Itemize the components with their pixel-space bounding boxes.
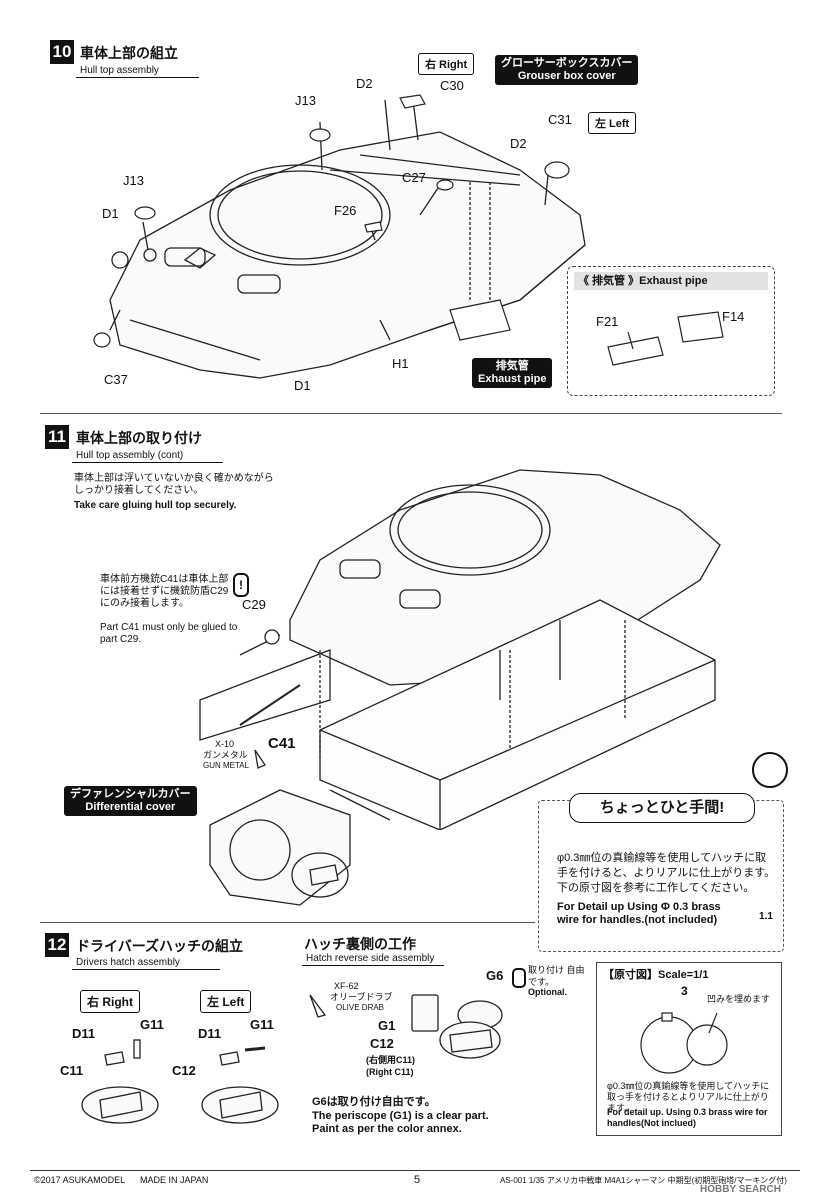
diff-en: Differential cover — [85, 801, 176, 813]
part-f21: F21 — [596, 314, 619, 329]
paint-jp: ガンメタル — [203, 750, 248, 760]
c41-note-jp: 車体前方機銃C41は車体上部には接着せずに機銃防盾C29にのみ接着します。 — [100, 574, 229, 609]
part-d11-left: D11 — [198, 1026, 222, 1041]
c12-note-jp: (右側用C11) — [366, 1055, 416, 1065]
c12-note-en: (Right C11) — [366, 1067, 414, 1077]
scale-drawing — [640, 1012, 728, 1074]
left-label: 左 Left — [588, 112, 637, 134]
olive-paint-code: XF-62 — [334, 981, 359, 991]
exhaust-inset: 《 排気管 》Exhaust pipe F21 F14 — [567, 266, 775, 396]
hull-glue-note-jp: 車体上部は浮いていないか良く確かめながらしっかり接着してください。 — [74, 473, 274, 496]
scale-dimension: 3 — [681, 984, 688, 998]
footer-rule — [30, 1170, 800, 1171]
tip-jp: φ0.3㎜位の真鍮線等を使用してハッチに取手を付けると、よりリアルに仕上がります… — [557, 852, 776, 894]
part-d1-left: D1 — [102, 206, 119, 221]
part-g6: G6 — [486, 968, 504, 983]
tip-dimension: 1.1 — [759, 911, 773, 922]
differential-cover-label: デファレンシャルカバー Differential cover — [64, 786, 197, 816]
hatch-reverse-subtitle: Hatch reverse side assembly — [302, 953, 445, 966]
part-c27: C27 — [402, 170, 426, 185]
part-g1: G1 — [378, 1018, 396, 1033]
grouser-box-cover-label: グローサーボックスカバー Grouser box cover — [495, 55, 639, 85]
part-c31: C31 — [548, 112, 572, 127]
part-d2-top: D2 — [356, 76, 373, 91]
exhaust-pipe-label: 排気管 Exhaust pipe — [472, 358, 553, 388]
exhaust-inset-title: 《 排気管 》Exhaust pipe — [574, 272, 768, 290]
periscope-note-en: The periscope (G1) is a clear part. Pain… — [312, 1110, 489, 1135]
scale-note-en: For detail up. Using 0.3 brass wire for … — [607, 1107, 768, 1128]
part-j13-left: J13 — [123, 173, 144, 188]
paint-code: X-10 — [215, 739, 235, 749]
page-number: 5 — [414, 1174, 421, 1186]
scale-note-jp: φ0.3㎜位の真鍮線等を使用してハッチに取っ手を付けるとよりリアルに仕上がります… — [607, 1081, 770, 1113]
tip-title: ちょっとひと手間! — [569, 793, 755, 823]
part-j13-top: J13 — [295, 93, 316, 108]
olive-paint-jp: オリーブドラブ — [330, 992, 393, 1002]
part-f26: F26 — [334, 203, 357, 218]
differential-cover-drawing — [209, 789, 351, 906]
grouser-en: Grouser box cover — [517, 70, 616, 82]
hull-top-drawing — [93, 94, 586, 379]
part-c11: C11 — [60, 1063, 84, 1078]
part-c12-hatch: C12 — [370, 1036, 394, 1051]
caution-icon: ! — [233, 573, 249, 597]
paint-en: GUN METAL — [203, 761, 250, 770]
footer-copyright: ©2017 ASUKAMODEL — [34, 1175, 126, 1185]
exhaust-inset-drawing — [607, 311, 724, 366]
part-g11-left: G11 — [250, 1017, 274, 1032]
part-c30: C30 — [440, 78, 464, 93]
hatch-reverse-title: ハッチ裏側の工作 — [304, 936, 416, 952]
scale-panel: 【原寸図】Scale=1/1 3 凹みを埋めます φ0.3㎜位の真鍮線等を使用し… — [596, 962, 782, 1136]
part-c37: C37 — [104, 372, 128, 387]
watermark: HOBBY SEARCH — [700, 1184, 781, 1195]
step-11-number: 11 — [45, 425, 69, 449]
footer-made: MADE IN JAPAN — [140, 1175, 209, 1185]
hatch-reverse-drawing — [309, 994, 503, 1059]
g6-optional-jp: 取り付け 自由です。 — [528, 965, 585, 987]
step-12-subtitle: Drivers hatch assembly — [72, 957, 220, 970]
hatch-right-label: 右 Right — [80, 990, 140, 1013]
step-10-subtitle: Hull top assembly — [76, 65, 199, 78]
olive-paint-en: OLIVE DRAB — [336, 1003, 385, 1012]
part-c29: C29 — [242, 597, 266, 612]
step-11-subtitle: Hull top assembly (cont) — [72, 450, 224, 463]
step-10-title: 車体上部の組立 — [80, 45, 178, 61]
scale-title: 【原寸図】Scale=1/1 — [603, 969, 709, 981]
grouser-jp: グローサーボックスカバー — [501, 57, 633, 69]
part-c41: C41 — [268, 735, 296, 752]
hatch-left-label: 左 Left — [200, 990, 252, 1013]
right-label: 右 Right — [418, 53, 475, 75]
step-12-number: 12 — [45, 933, 69, 957]
part-d11-right: D11 — [72, 1026, 96, 1041]
tip-box: ちょっとひと手間! φ0.3㎜位の真鍮線等を使用してハッチに取手を付けると、より… — [538, 793, 784, 952]
g6-optional-en: Optional. — [528, 987, 567, 997]
exhaust-jp: 排気管 — [495, 360, 529, 372]
scale-fill-note: 凹みを埋めます — [707, 994, 771, 1004]
exhaust-en: Exhaust pipe — [478, 373, 547, 385]
part-d2-right: D2 — [510, 136, 527, 151]
diff-jp: デファレンシャルカバー — [70, 788, 191, 800]
optional-icon — [512, 968, 526, 988]
part-d1-bottom: D1 — [294, 378, 311, 393]
footer-product: AS-001 1/35 アメリカ中戦車 M4A1シャーマン 中期型(初期型砲塔/… — [500, 1176, 787, 1185]
tip-en: For Detail up Using Φ 0.3 brass wire for… — [557, 901, 721, 926]
c41-note-en: Part C41 must only be glued to part C29. — [100, 622, 238, 645]
hull-assembly-drawing — [199, 469, 721, 830]
divider-step-12 — [40, 922, 535, 923]
part-g11-right: G11 — [140, 1017, 164, 1032]
part-h1: H1 — [392, 356, 409, 371]
step-12-title: ドライバーズハッチの組立 — [76, 938, 244, 954]
mascot-icon — [752, 752, 788, 788]
divider-step-11 — [40, 413, 782, 414]
part-c12: C12 — [172, 1063, 196, 1078]
part-f14: F14 — [722, 309, 745, 324]
g6-note-jp: G6は取り付け自由です。 — [312, 1096, 436, 1108]
drivers-hatch-drawings — [81, 1039, 279, 1124]
step-11-title: 車体上部の取り付け — [76, 430, 202, 446]
step-10-number: 10 — [50, 40, 74, 64]
hull-glue-note-en: Take care gluing hull top securely. — [74, 500, 237, 511]
